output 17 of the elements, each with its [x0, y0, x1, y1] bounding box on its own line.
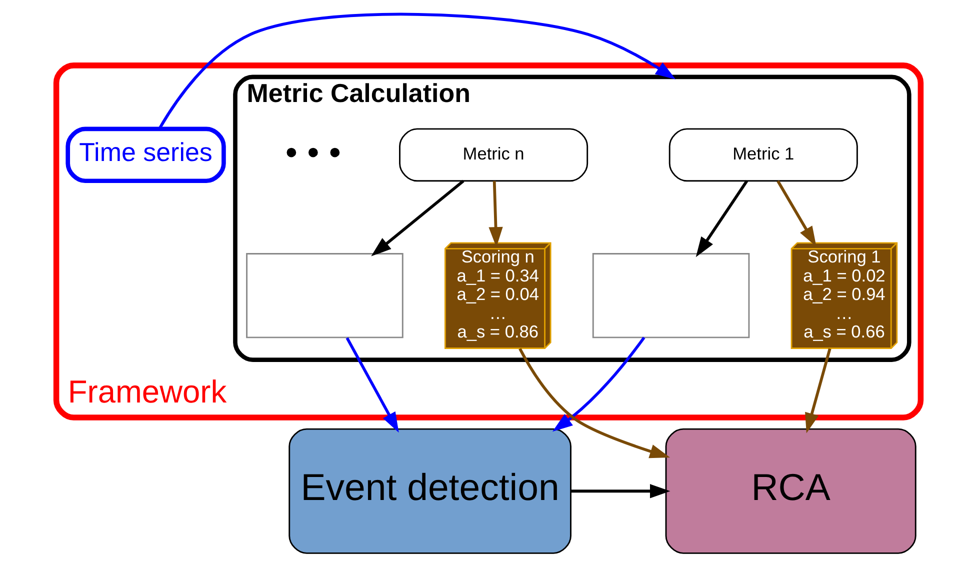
node-box: Time series: [65, 126, 226, 184]
arrow: [345, 337, 398, 433]
arrow: [570, 484, 670, 498]
node-box: RCA: [664, 428, 916, 554]
arrow: [370, 180, 464, 256]
node-box: Metric n: [398, 128, 588, 182]
node-box: Event detection: [288, 428, 571, 554]
arrow: [776, 180, 816, 247]
arrow: [518, 348, 670, 458]
node-box: Metric 1: [668, 128, 858, 182]
arrow: [158, 12, 676, 130]
arrow: [552, 336, 645, 432]
arrow: [695, 180, 748, 258]
label: • • •: [284, 134, 340, 172]
node-box: [592, 253, 750, 338]
arrow: [804, 348, 831, 434]
node-box: [246, 253, 403, 338]
